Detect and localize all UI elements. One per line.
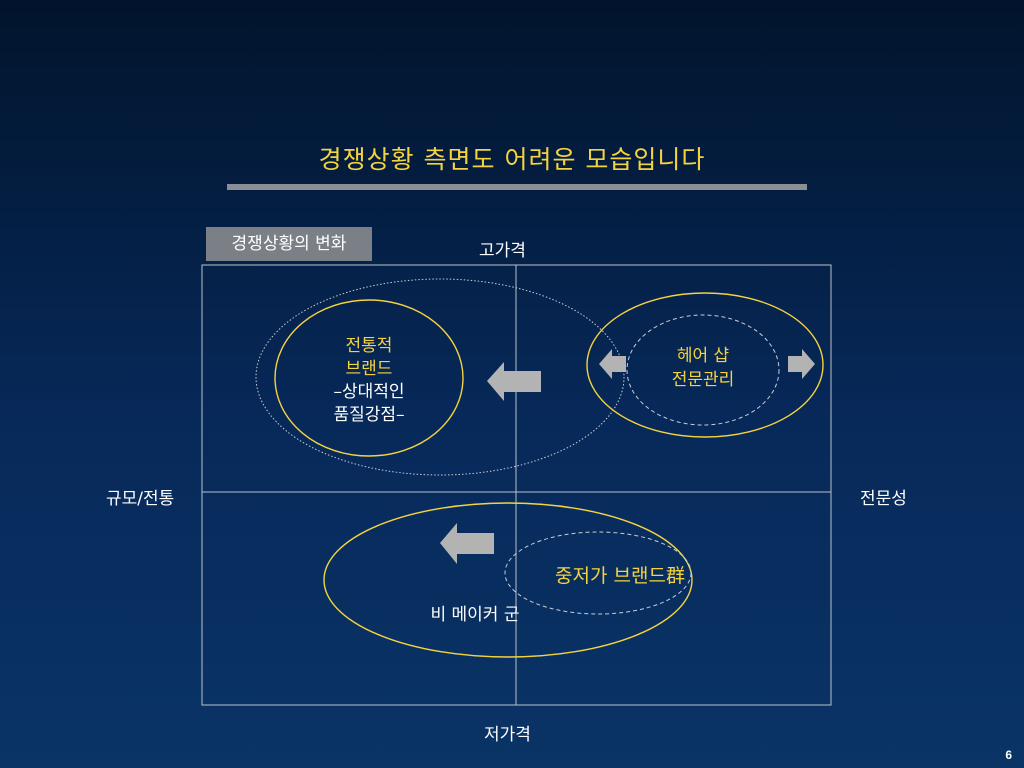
arrow-left-icon [599,349,626,379]
axis-bottom-label: 저가격 [484,725,531,745]
axis-right-label: 전문성 [860,489,907,509]
axis-left-label: 규모/전통 [106,489,175,509]
traditional-brand-line-3: –상대적인 [333,382,404,402]
traditional-brand-line-4: 품질강점– [333,405,404,425]
hair-shop-line-1: 헤어 샵 [677,346,729,366]
arrow-left-icon [440,523,494,564]
non-maker-ellipse [323,502,693,658]
hair-shop-core-circle [626,314,780,426]
arrow-right-icon [788,349,815,379]
page-number: 6 [1005,748,1012,762]
non-maker-label: 비 메이커 군 [430,605,519,625]
mid-low-brand-label: 중저가 브랜드群 [555,565,685,587]
traditional-brand-line-2: 브랜드 [346,359,393,379]
hair-shop-line-2: 전문관리 [672,370,735,390]
title-underline [227,184,807,190]
traditional-brand-line-1: 전통적 [346,336,393,356]
axis-top-label: 고가격 [479,241,526,261]
traditional-brand-circle [274,299,464,457]
mid-low-brand-ellipse [504,531,692,615]
arrow-left-icon [487,362,541,401]
traditional-market-boundary [255,278,625,476]
page-title: 경쟁상황 측면도 어려운 모습입니다 [318,145,706,174]
hair-shop-circle [586,292,824,438]
section-tag: 경쟁상황의 변화 [206,227,372,261]
